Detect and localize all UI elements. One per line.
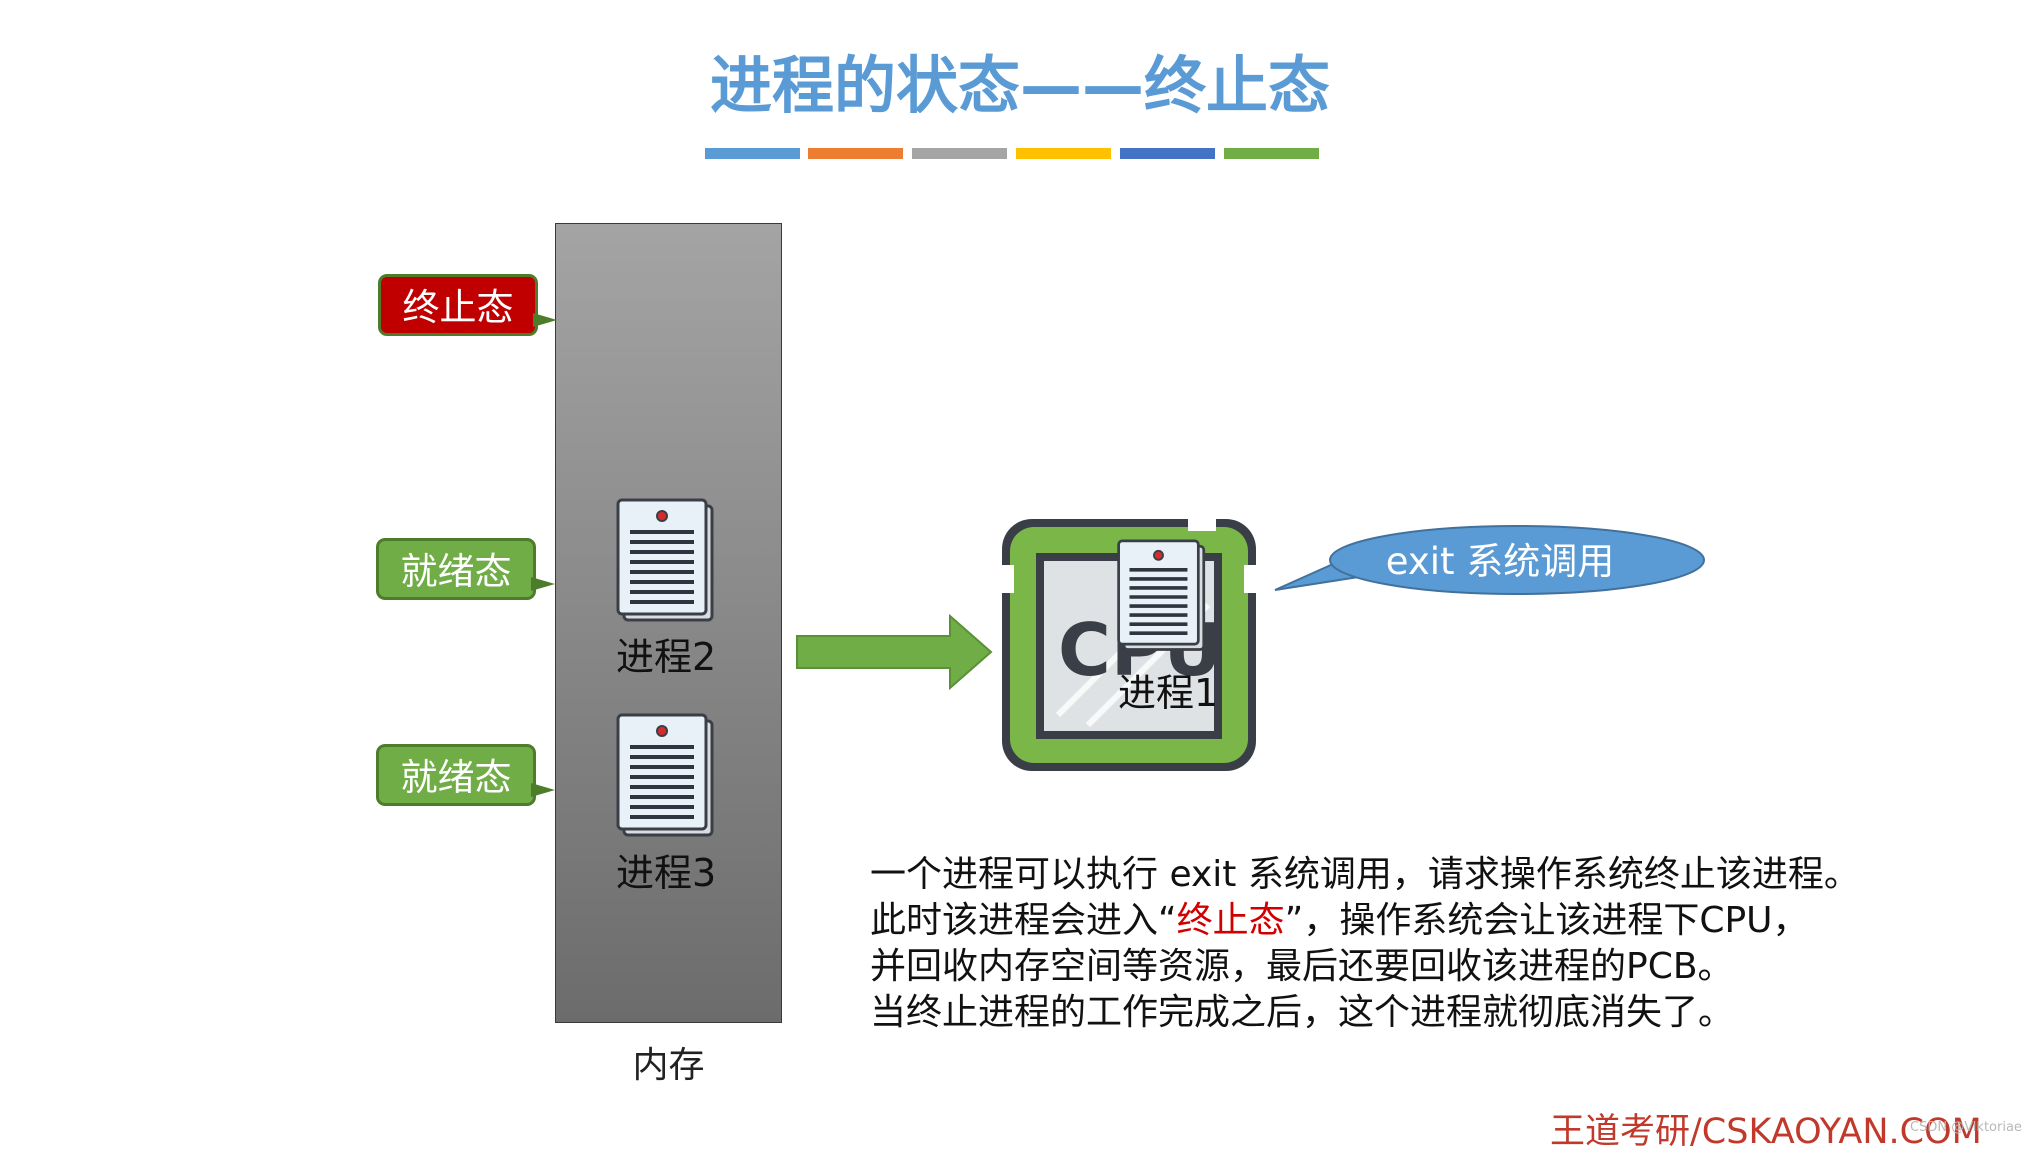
process-document-icon <box>616 713 714 837</box>
explanation-line: 当终止进程的工作完成之后，这个进程就彻底消失了。 <box>870 992 1735 1033</box>
source-credit: CSDN @Viktoriae <box>1910 1120 2022 1135</box>
process-label: 进程2 <box>616 635 717 679</box>
title-bar-segment <box>705 148 800 159</box>
title-bar-segment <box>912 148 1007 159</box>
process-document-icon <box>616 498 714 622</box>
process-label: 进程1 <box>1118 671 1219 715</box>
callout-tail <box>531 577 555 591</box>
process-document-icon <box>1116 539 1206 652</box>
callout-tail <box>533 313 557 327</box>
state-label: 就绪态 <box>400 756 512 799</box>
ready-state-callout: 就绪态 <box>376 538 555 600</box>
callout-tail <box>531 783 555 797</box>
ready-state-callout: 就绪态 <box>376 744 555 806</box>
slide-title: 进程的状态——终止态 <box>709 49 1330 122</box>
title-bar-segment <box>808 148 903 159</box>
explanation-text: 一个进程可以执行 exit 系统调用，请求操作系统终止该进程。 此时该进程会进入… <box>870 852 2000 1036</box>
memory-label: 内存 <box>632 1045 705 1086</box>
terminated-state-highlight: 终止态 <box>1176 900 1285 941</box>
title-bar-segment <box>1016 148 1111 159</box>
state-label: 就绪态 <box>400 550 512 593</box>
exit-call-speech-bubble <box>1274 525 1705 595</box>
explanation-line: 并回收内存空间等资源，最后还要回收该进程的PCB。 <box>870 946 1734 987</box>
explanation-line: 此时该进程会进入“终止态”，操作系统会让该进程下CPU， <box>870 900 1809 941</box>
explanation-line: 一个进程可以执行 exit 系统调用，请求操作系统终止该进程。 <box>870 854 1860 895</box>
exit-call-label: exit 系统调用 <box>1385 540 1615 583</box>
process-label: 进程3 <box>616 851 717 895</box>
arrow-right-icon <box>796 614 993 690</box>
title-bar-segment <box>1224 148 1319 159</box>
title-bar-segment <box>1120 148 1215 159</box>
memory-block <box>555 223 782 1023</box>
terminated-state-callout: 终止态 <box>378 274 557 336</box>
state-label: 终止态 <box>402 286 514 329</box>
